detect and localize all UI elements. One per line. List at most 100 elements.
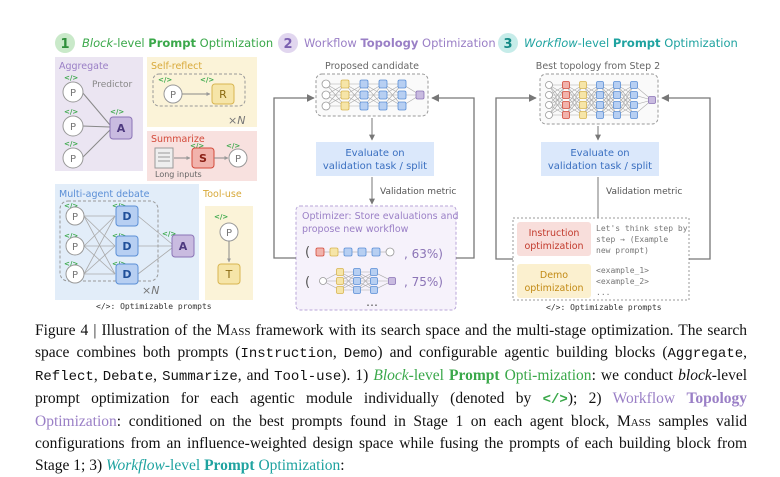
topology-node (579, 101, 587, 109)
stage2-validation-metric: Validation metric (380, 187, 456, 197)
svg-text:3: 3 (503, 37, 512, 52)
svg-text:(: ( (305, 275, 310, 290)
svg-text:</>: </> (200, 76, 214, 84)
topology-node (545, 91, 553, 99)
topology-node (613, 111, 621, 119)
reflect-node (211, 83, 235, 105)
stage1-title: Block-level Prompt Optimization (82, 36, 273, 50)
svg-text:R: R (219, 88, 227, 101)
topology-node (630, 111, 638, 119)
predictor-node (62, 81, 84, 103)
proposed-candidate-label: Proposed candidate (325, 61, 419, 72)
predictor-node (62, 147, 84, 169)
stage3-legend: </>: Optimizable prompts (546, 303, 662, 312)
topology-node (370, 286, 378, 294)
stage2-left-loop-arrow (273, 94, 315, 259)
stage2-panel: 2 Workflow Topology Optimization Propose… (273, 33, 496, 311)
svg-text:P: P (235, 154, 241, 165)
demo-optimization-box (517, 264, 591, 298)
svg-text:Evaluate on: Evaluate on (345, 148, 404, 159)
predictor-label: Predictor (92, 80, 133, 90)
topology-node (648, 96, 656, 104)
svg-text:P: P (72, 212, 78, 223)
svg-text:(: ( (305, 245, 310, 260)
topology-node (353, 277, 361, 285)
topology-node (359, 79, 369, 89)
debate-label: Multi-agent debate (59, 189, 150, 200)
topology-node (596, 101, 604, 109)
topology-node (613, 81, 621, 89)
svg-text:Instruction: Instruction (529, 228, 580, 239)
long-inputs-label: Long inputs (155, 170, 202, 179)
svg-text:A: A (117, 122, 126, 135)
document-icon (154, 147, 174, 169)
framework-figure: 1 Block-level Prompt Optimization Aggreg… (55, 33, 738, 312)
topology-node (319, 277, 327, 285)
candidate-topology (321, 79, 425, 111)
svg-text:2: 2 (283, 37, 292, 52)
svg-text:optimization: optimization (524, 241, 583, 252)
figure-caption: Figure 4 | Illustration of the Mass fram… (35, 322, 748, 474)
svg-text:P: P (170, 90, 176, 101)
svg-text:P: P (72, 242, 78, 253)
aggregator-node (171, 234, 195, 258)
topology-node (378, 79, 388, 89)
topology-node (329, 247, 339, 257)
topology-node (562, 91, 570, 99)
prompt-tag: </> (64, 74, 78, 82)
topology-node (545, 111, 553, 119)
topology-node (397, 101, 407, 111)
topology-node (596, 81, 604, 89)
svg-text:new prompt): new prompt) (596, 246, 649, 255)
topology-node (562, 101, 570, 109)
topology-node (613, 101, 621, 109)
tool-use-label: Tool-use (202, 189, 242, 200)
best-topology-label: Best topology from Step 2 (536, 61, 660, 72)
topology-node (388, 277, 396, 285)
svg-text:</>: </> (158, 76, 172, 84)
topology-node (415, 90, 425, 100)
stage2-evaluate-box (316, 142, 434, 176)
topology-edge (565, 84, 584, 116)
topology-node (562, 111, 570, 119)
svg-text:T: T (225, 268, 233, 281)
best-topology (545, 81, 656, 119)
demo-example: <example_1> (596, 266, 649, 275)
stage2-right-loop-arrow (431, 94, 475, 259)
topology-node (596, 111, 604, 119)
topology-node (321, 90, 331, 100)
topology-node (353, 286, 361, 294)
stage3-evaluate-box (541, 142, 659, 176)
instruction-optimization-box (517, 222, 591, 256)
svg-text:Demo: Demo (540, 270, 568, 281)
svg-text:P: P (226, 228, 232, 239)
topology-node (579, 111, 587, 119)
stage1-legend: </>: Optimizable prompts (96, 302, 212, 311)
topology-node (613, 91, 621, 99)
topology-node (315, 247, 325, 257)
optimizer-text: Optimizer: Store evaluations and (302, 211, 459, 222)
topology-edge (599, 84, 618, 116)
topology-node (630, 91, 638, 99)
history-score-1: , 63%) (404, 247, 443, 261)
stage3-left-loop-arrow (495, 94, 537, 260)
topology-node (336, 286, 344, 294)
topology-node (630, 81, 638, 89)
topology-node (397, 79, 407, 89)
topology-node (343, 247, 353, 257)
aggregator-node (109, 116, 133, 140)
self-reflect-label: Self-reflect (151, 61, 202, 72)
aggregate-label: Aggregate (59, 61, 109, 72)
svg-text:...: ... (596, 288, 610, 297)
instruction-example: Let's think step by (596, 224, 688, 233)
history-workflow-1 (315, 247, 395, 257)
topology-node (340, 79, 350, 89)
svg-text:P: P (70, 154, 76, 165)
svg-text:P: P (72, 270, 78, 281)
svg-text:</>: </> (214, 213, 228, 221)
svg-text:optimization: optimization (524, 283, 583, 294)
stage3-badge (498, 33, 518, 53)
svg-text:step → (Example: step → (Example (596, 235, 668, 244)
topology-node (359, 90, 369, 100)
repeat-n-label: ×N (142, 284, 159, 297)
